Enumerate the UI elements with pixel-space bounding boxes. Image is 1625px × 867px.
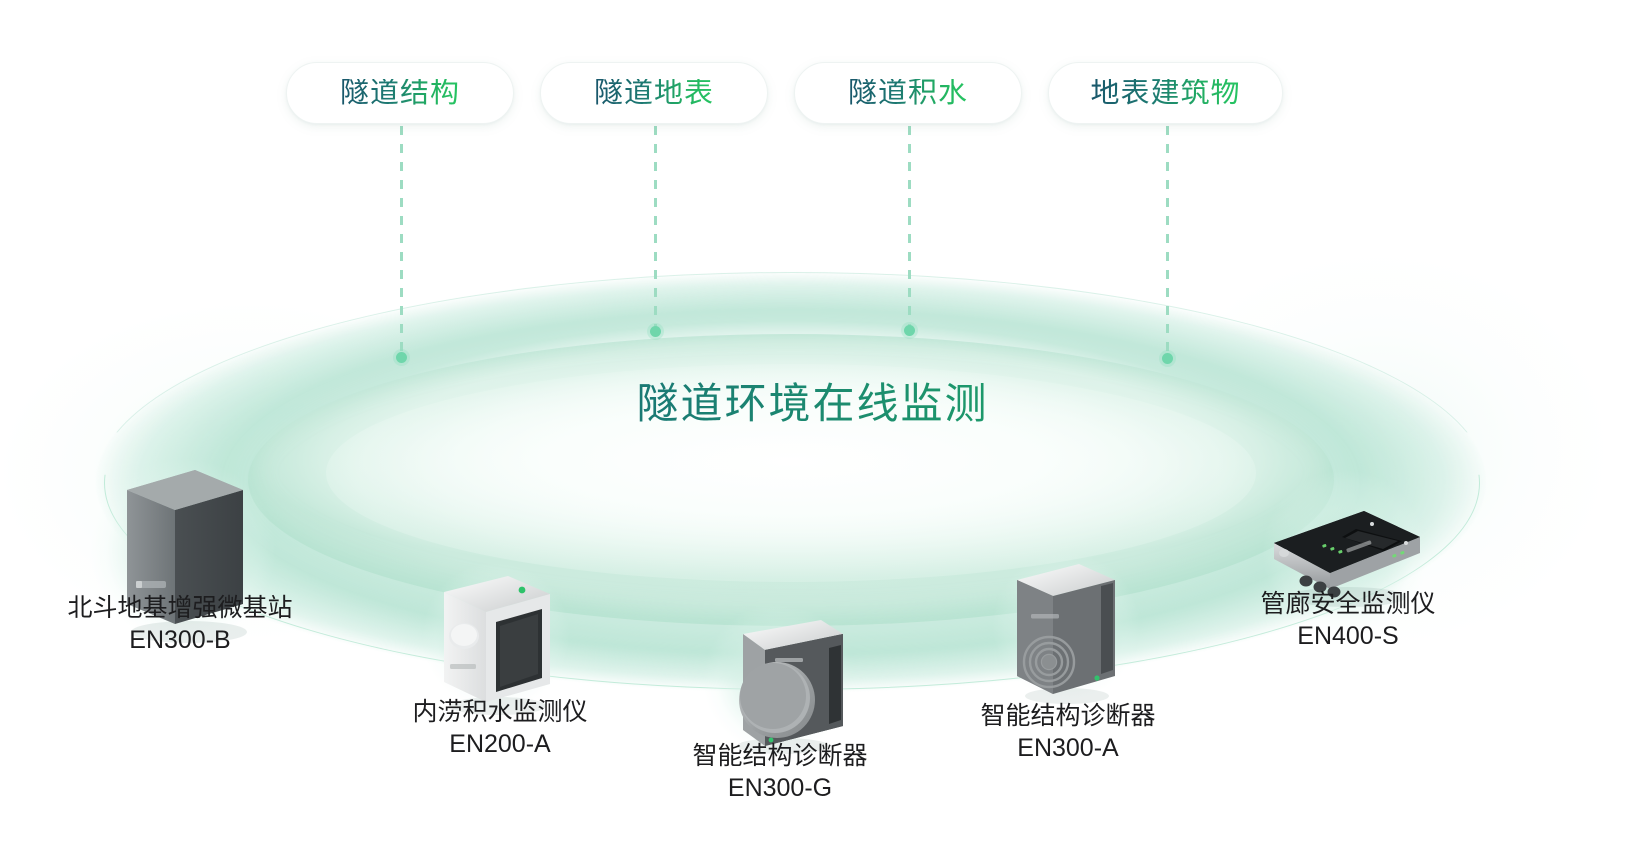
category-pill-label: 隧道积水: [847, 76, 968, 109]
structure-diagnoser-disc-icon: [703, 604, 853, 759]
category-pill[interactable]: 隧道结构: [286, 62, 514, 124]
category-pill-label: 地表建筑物: [1090, 76, 1241, 109]
device-name: 北斗地基增强微基站: [67, 594, 293, 622]
corridor-safety-monitor-icon: [1260, 493, 1430, 618]
device-model: EN300-G: [727, 774, 833, 802]
connector-endpoint-dot: [396, 352, 407, 363]
connector-endpoint-dot: [1162, 353, 1173, 364]
device-model: EN400-S: [1297, 622, 1399, 650]
connector-line: [1166, 126, 1169, 355]
structure-diagnoser-wave-icon: [1001, 546, 1131, 711]
device-name: 管廊安全监测仪: [1260, 590, 1436, 618]
device-model: EN200-A: [449, 730, 551, 758]
category-pill[interactable]: 隧道积水: [794, 62, 1022, 124]
device-caption: 智能结构诊断器 EN300-A: [868, 700, 1268, 764]
device-model: EN300-B: [129, 626, 231, 654]
device-model: EN300-A: [1017, 734, 1119, 762]
connector-endpoint-dot: [650, 326, 661, 337]
device-caption: 内涝积水监测仪 EN200-A: [300, 696, 700, 760]
flood-monitor-icon: [426, 556, 566, 721]
device-name: 内涝积水监测仪: [412, 698, 588, 726]
connector-line: [654, 126, 657, 328]
base-station-icon: [103, 456, 263, 651]
connector-line: [908, 126, 911, 327]
category-pill-label: 隧道地表: [593, 76, 714, 109]
category-pill-label: 隧道结构: [339, 76, 460, 109]
device-caption: 智能结构诊断器 EN300-G: [580, 740, 980, 804]
connector-line: [400, 126, 403, 354]
category-pill[interactable]: 地表建筑物: [1048, 62, 1283, 124]
ring-platform: [96, 262, 1488, 692]
category-pill[interactable]: 隧道地表: [540, 62, 768, 124]
device-name: 智能结构诊断器: [980, 702, 1156, 730]
category-pill-row: 隧道结构 隧道地表 隧道积水 地表建筑物: [0, 62, 1625, 126]
center-title: 隧道环境在线监测: [0, 380, 1625, 427]
device-caption: 北斗地基增强微基站 EN300-B: [0, 592, 390, 656]
connector-endpoint-dot: [904, 325, 915, 336]
device-caption: 管廊安全监测仪 EN400-S: [1148, 588, 1548, 652]
device-name: 智能结构诊断器: [692, 742, 868, 770]
